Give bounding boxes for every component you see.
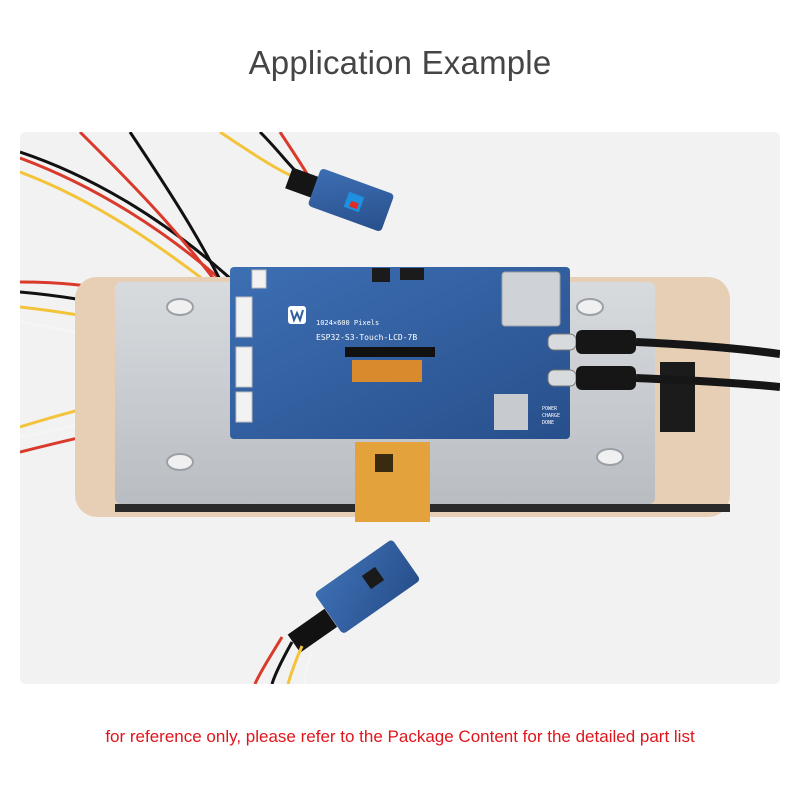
waveshare-logo-icon	[288, 306, 306, 324]
screw-holes	[166, 298, 624, 471]
sensor-module-bottom	[253, 540, 420, 684]
esp32-module	[501, 271, 561, 327]
pcb-power-label: POWER	[542, 406, 558, 412]
product-illustration: 1024×600 Pixels ESP32-S3-Touch-LCD-7B PO…	[20, 132, 780, 684]
pcb-resolution-label: 1024×600 Pixels	[316, 319, 379, 327]
pcb-model-label: ESP32-S3-Touch-LCD-7B	[316, 333, 417, 342]
product-photo: 1024×600 Pixels ESP32-S3-Touch-LCD-7B PO…	[20, 132, 780, 684]
pcb-done-label: DONE	[542, 420, 554, 426]
page-title: Application Example	[248, 44, 552, 81]
usb-c-connector-icon	[547, 330, 780, 391]
reference-note: for reference only, please refer to the …	[105, 727, 695, 746]
pcb-charge-label: CHARGE	[542, 413, 560, 419]
sensor-module-top	[285, 167, 394, 232]
